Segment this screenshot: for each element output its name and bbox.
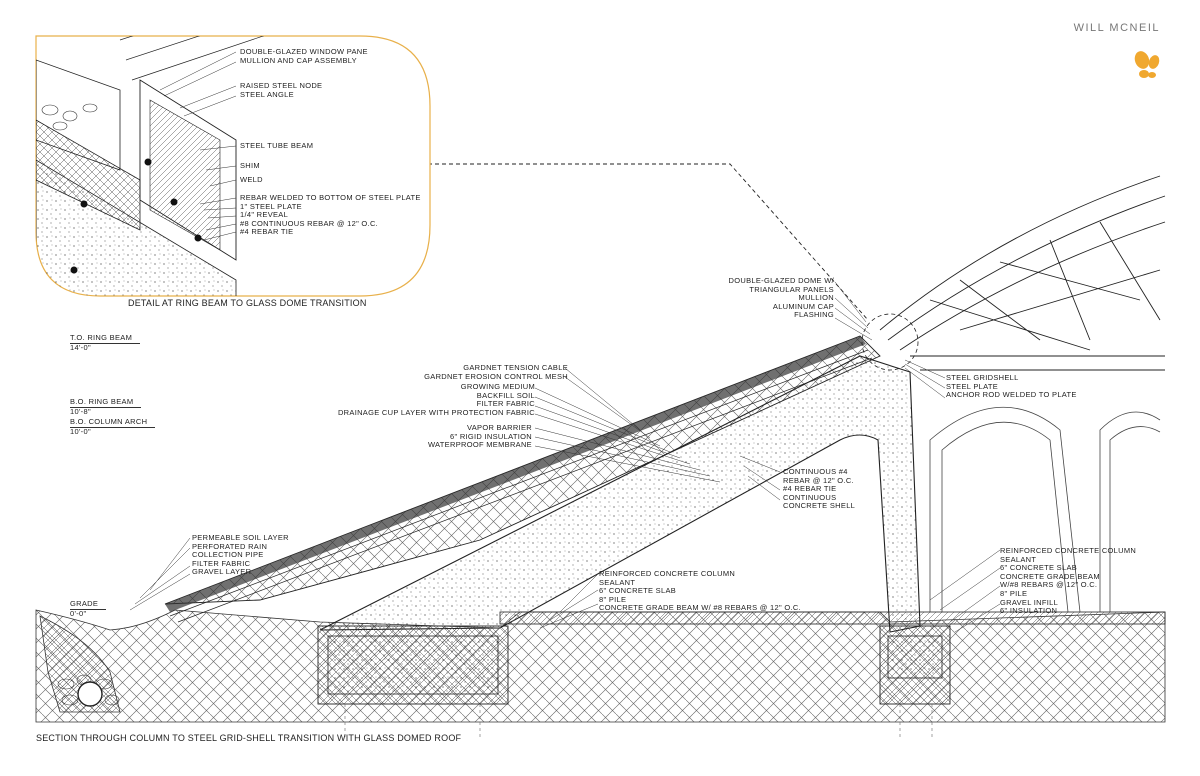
shell-label: #4 REBAR TIE — [783, 484, 837, 494]
shell-labels: CONTINUOUS #4 REBAR @ 12" O.C. #4 REBAR … — [783, 467, 856, 511]
concrete-shell — [319, 355, 921, 633]
column-label: REINFORCED CONCRETE COLUMN — [1000, 546, 1137, 555]
dome-label: DOUBLE-GLAZED DOME W/ — [728, 276, 834, 285]
footing-label: REINFORCED CONCRETE COLUMN — [599, 569, 736, 578]
roof-labels-lower: VAPOR BARRIER 6" RIGID INSULATION WATERP… — [427, 423, 532, 450]
detail-label: REBAR WELDED TO BOTTOM OF STEEL PLATE — [240, 193, 421, 202]
detail-label-beam: STEEL TUBE BEAM — [240, 141, 314, 151]
detail-label: #8 CONTINUOUS REBAR @ 12" O.C. — [240, 218, 379, 228]
elevation-marker: GRADE 0'-0" — [70, 599, 107, 618]
detail-label: 1/4" REVEAL — [240, 210, 289, 220]
detail-label: STEEL TUBE BEAM — [240, 141, 314, 150]
detail-label: RAISED STEEL NODE — [240, 81, 323, 90]
butterfly-logo-icon — [1134, 51, 1160, 78]
drain-label: PERFORATED RAIN — [192, 541, 268, 551]
detail-label: MULLION AND CAP ASSEMBLY — [240, 55, 357, 65]
roof-labels-upper: GARDNET TENSION CABLE GARDNET EROSION CO… — [424, 363, 568, 381]
detail-label: #4 REBAR TIE — [240, 227, 294, 237]
detail-leader — [428, 163, 869, 321]
column-label: SEALANT — [1000, 554, 1037, 564]
grid-shell — [879, 175, 1166, 371]
roof-label: BACKFILL SOIL — [476, 390, 535, 400]
roof-label: GARDNET TENSION CABLE — [463, 363, 568, 372]
author-name: WILL MCNEIL — [1073, 22, 1160, 34]
roof-growing — [165, 336, 866, 612]
column-label: 8" PILE — [1000, 588, 1028, 598]
column-label: CONCRETE GRADE BEAM — [1000, 571, 1100, 581]
detail-label: 1" STEEL PLATE — [240, 201, 302, 211]
gridshell-labels: STEEL GRIDSHELL STEEL PLATE ANCHOR ROD W… — [946, 373, 1077, 400]
gridshell-label: ANCHOR ROD WELDED TO PLATE — [946, 390, 1077, 400]
detail-callout-circle — [861, 313, 919, 371]
roof-label: WATERPROOF MEMBRANE — [427, 440, 532, 450]
footing-label: 6" CONCRETE SLAB — [599, 586, 677, 596]
footing-labels: REINFORCED CONCRETE COLUMN SEALANT 6" CO… — [599, 569, 801, 613]
footing-label: 8" PILE — [599, 594, 627, 604]
roof-label: DRAINAGE CUP LAYER WITH PROTECTION FABRI… — [337, 407, 535, 417]
elevation-marker: T.O. RING BEAM 14'-0" — [70, 333, 141, 352]
detail-title: DETAIL AT RING BEAM TO GLASS DOME TRANSI… — [128, 298, 367, 308]
gridshell-label: STEEL PLATE — [946, 381, 999, 391]
roof-label: GROWING MEDIUM — [460, 382, 535, 391]
roof-label: FILTER FABRIC — [476, 399, 535, 409]
gravel-layer — [57, 674, 120, 706]
detail-label-weld: WELD — [240, 175, 263, 185]
column-label: W/#8 REBARS @ 12" O.C. — [1000, 580, 1098, 590]
gridshell-label: STEEL GRIDSHELL — [946, 373, 1019, 382]
detail-label: DOUBLE-GLAZED WINDOW PANE — [240, 47, 368, 56]
column-label: GRAVEL INFILL — [1000, 597, 1059, 607]
detail-label: STEEL ANGLE — [240, 89, 294, 99]
detail-label-shim: SHIM — [240, 161, 260, 171]
label-leaders — [129, 281, 1001, 633]
dome-label: MULLION — [798, 293, 834, 303]
column-arches — [929, 406, 1161, 613]
drain-labels: PERMEABLE SOIL LAYER PERFORATED RAIN COL… — [192, 533, 289, 577]
column-labels: REINFORCED CONCRETE COLUMN SEALANT 6" CO… — [1000, 546, 1137, 616]
roof-label: VAPOR BARRIER — [466, 423, 532, 432]
roof-label: 6" RIGID INSULATION — [450, 431, 532, 441]
drain-label: PERMEABLE SOIL LAYER — [192, 533, 289, 542]
shell-label: CONTINUOUS — [783, 492, 837, 502]
concrete-slab — [499, 611, 1166, 625]
drain-label: FILTER FABRIC — [192, 558, 251, 568]
dome-label: FLASHING — [794, 310, 834, 320]
shell-label: CONCRETE SHELL — [783, 501, 856, 511]
shell-label: REBAR @ 12" O.C. — [783, 475, 854, 485]
footing-label: CONCRETE GRADE BEAM W/ #8 REBARS @ 12" O… — [599, 603, 801, 613]
roof-labels-mid: GROWING MEDIUM BACKFILL SOIL FILTER FABR… — [337, 382, 535, 417]
detail-label: WELD — [240, 175, 263, 184]
elevation-marker: B.O. COLUMN ARCH 10'-0" — [70, 417, 156, 436]
detail-drawing — [36, 36, 430, 296]
detail-labels-node: RAISED STEEL NODE STEEL ANGLE — [240, 81, 323, 99]
detail-labels-bottom: REBAR WELDED TO BOTTOM OF STEEL PLATE 1"… — [240, 193, 421, 237]
ground-hatch — [35, 609, 1166, 723]
footing-label: SEALANT — [599, 577, 636, 587]
detail-labels-top: DOUBLE-GLAZED WINDOW PANE MULLION AND CA… — [240, 47, 368, 65]
drain-label: GRAVEL LAYER — [192, 567, 252, 577]
shell-label: CONTINUOUS #4 — [783, 467, 848, 476]
piles — [344, 704, 933, 740]
drain-label: COLLECTION PIPE — [192, 550, 264, 560]
roof-label: GARDNET EROSION CONTROL MESH — [424, 371, 568, 381]
dome-label: ALUMINUM CAP — [772, 301, 834, 311]
column-label: 6" CONCRETE SLAB — [1000, 563, 1078, 573]
elevation-marker: B.O. RING BEAM 10'-8" — [70, 397, 142, 416]
dome-labels: DOUBLE-GLAZED DOME W/ TRIANGULAR PANELS … — [728, 276, 834, 320]
detail-label: SHIM — [240, 161, 260, 170]
rain-pipe — [77, 681, 103, 707]
column-label: 6" INSULATION — [1000, 606, 1058, 616]
section-title: SECTION THROUGH COLUMN TO STEEL GRID-SHE… — [36, 733, 462, 743]
dome-label: TRIANGULAR PANELS — [749, 284, 834, 294]
